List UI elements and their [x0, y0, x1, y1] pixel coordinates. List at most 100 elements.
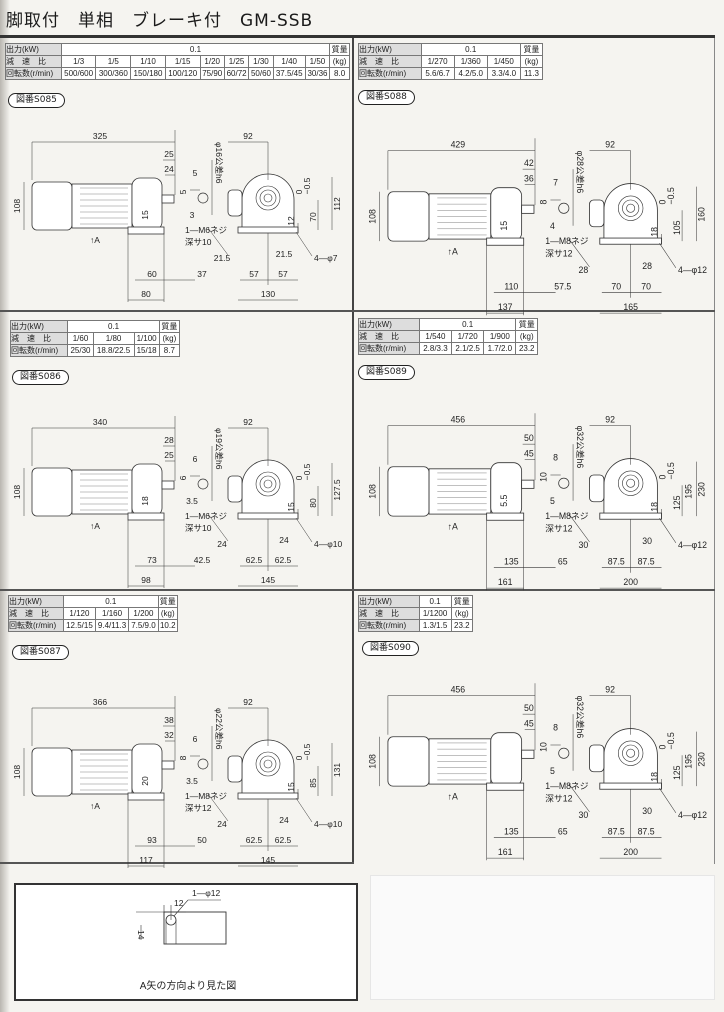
brake-cover [31, 747, 73, 797]
drawing-number-badge: 図番S090 [362, 641, 419, 656]
rpm-cell: 12.5/15 [63, 619, 96, 632]
mass-unit: (kg) [329, 55, 350, 68]
shaft-length: 38 [164, 715, 174, 725]
key-depth: 5 [550, 496, 555, 506]
end-view-housing [603, 458, 658, 515]
overall-height: 160 [697, 207, 707, 222]
overall-height: 127.5 [332, 479, 342, 501]
mass-header: 質量 [519, 43, 544, 56]
center-height: 80 [308, 498, 318, 508]
rpm-cell: 5.6/6.7 [420, 67, 455, 80]
shaft-end-circle [259, 755, 277, 773]
shaft-length: 28 [164, 435, 174, 445]
mounting-holes: 4—φ12 [678, 265, 707, 275]
key-length: 45 [524, 448, 534, 458]
mounting-holes: 4—φ12 [678, 810, 707, 820]
foot-hole-inset-left: 24 [217, 819, 227, 829]
tolerance-upper: 0 [658, 199, 668, 204]
arrow-a-label: ↑A [448, 247, 458, 257]
shaft-end-circle [263, 759, 273, 769]
column-divider [352, 38, 354, 864]
center-height: 85 [308, 778, 318, 788]
ratio-cell: 1/40 [272, 55, 306, 68]
base-length: 135 [504, 826, 519, 836]
rpm-cell: 3.3/4.0 [486, 67, 521, 80]
ratio-cell: 1/25 [223, 55, 250, 68]
mass-value: 8.7 [158, 344, 181, 357]
rpm-header: 回転数(r/min) [358, 342, 420, 355]
motor-height: 108 [12, 485, 22, 499]
mass-unit: (kg) [157, 607, 179, 620]
brake-cover [387, 191, 430, 242]
ratio-cell: 1/15 [164, 55, 201, 68]
tap-depth: 深サ10 [185, 237, 212, 247]
width-to-center: 92 [243, 131, 253, 141]
shaft-end-circle [622, 474, 640, 492]
ratio-header: 減 速 比 [9, 332, 69, 345]
drawing-number-badge: 図番S086 [12, 370, 69, 385]
mass-unit: (kg) [519, 55, 544, 68]
output-header: 出力(kW) [358, 318, 420, 331]
output-value: 0.1 [420, 43, 521, 56]
base-width: 165 [623, 302, 638, 312]
foot-thickness: 18 [649, 772, 659, 782]
gear-housing [490, 732, 523, 787]
base-length: 135 [504, 556, 519, 566]
shaft-end-circle [622, 744, 640, 762]
base-foot [127, 792, 165, 801]
side-view [31, 177, 175, 235]
key-width: 6 [193, 734, 198, 744]
key-depth: 4 [550, 221, 555, 231]
gear-housing [131, 743, 163, 797]
end-view-housing [241, 739, 295, 795]
row-divider [0, 589, 715, 591]
mounting-holes: 4—φ12 [678, 540, 707, 550]
shaft-diameter: φ28公差h6 [575, 151, 586, 194]
foot-thickness: 15 [286, 782, 296, 792]
key-height: 5 [178, 189, 188, 194]
output-shaft [521, 749, 535, 759]
mass-header: 質量 [158, 320, 181, 333]
tap-size: 1—M6ネジ [185, 225, 227, 235]
base-length: 60 [147, 269, 157, 279]
shaft-end-circle [259, 475, 277, 493]
hole-pitch-left: 57 [249, 269, 259, 279]
mass-value: 23.2 [515, 342, 538, 355]
mass-unit: (kg) [515, 330, 538, 343]
side-view [387, 462, 535, 521]
rpm-cell: 15/18 [133, 344, 160, 357]
shaft-end-circle [263, 479, 273, 489]
ratio-cell: 1/720 [451, 330, 485, 343]
output-shaft [161, 760, 175, 770]
view-a-drawing: 12 14 1—φ12 A矢の方向より見た図 [136, 888, 236, 992]
shaft-overhang: 57.5 [554, 281, 571, 291]
key-length: 45 [524, 718, 534, 728]
center-height: 125 [672, 495, 682, 510]
foot-thickness: 12 [286, 216, 296, 226]
hole-pitch-left: 70 [611, 281, 621, 291]
base-foot [486, 782, 525, 791]
hole-pitch-left: 87.5 [608, 556, 625, 566]
mounting-holes: 4—φ10 [314, 819, 342, 829]
tolerance-upper: 0 [658, 744, 668, 749]
motor-height: 108 [368, 754, 378, 769]
end-view-base [237, 512, 299, 520]
shaft-diameter: φ32公差h6 [575, 426, 586, 469]
rpm-cell: 18.8/22.5 [92, 344, 135, 357]
view-a-hole: 1—φ12 [192, 888, 220, 898]
base-width: 200 [623, 577, 638, 587]
mass-unit: (kg) [158, 332, 181, 345]
header-rule [0, 35, 715, 38]
base-depth: 137 [498, 302, 513, 312]
tap-size: 1—M8ネジ [545, 511, 588, 521]
gear-housing [490, 187, 523, 242]
tap-size: 1—M8ネジ [185, 791, 227, 801]
end-view-housing [241, 459, 295, 515]
rpm-cell: 1.7/2.0 [483, 342, 517, 355]
shaft-overhang: 65 [558, 826, 568, 836]
mass-value: 11.3 [519, 67, 544, 80]
rpm-cell: 2.8/3.3 [418, 342, 453, 355]
tolerance-lower: −0.5 [302, 463, 312, 480]
shaft-overhang: 37 [197, 269, 207, 279]
